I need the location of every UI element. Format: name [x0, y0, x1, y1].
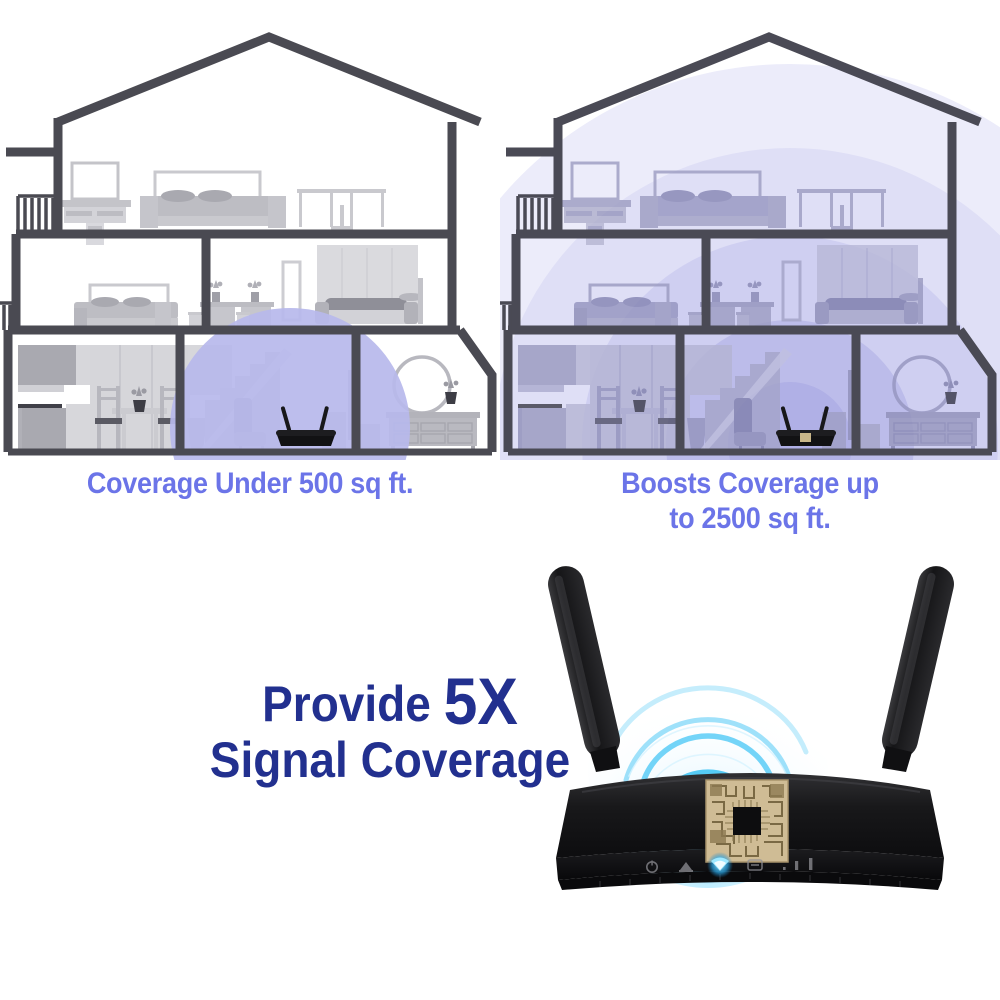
signal-bar-3: [809, 858, 813, 870]
ground-floor-furniture: [518, 345, 980, 452]
caption-after-line1: Boosts Coverage up: [621, 467, 879, 500]
internet-led: [679, 862, 693, 872]
signal-bar-2: [795, 861, 799, 870]
caption-after: Boosts Coverage up to 2500 sq ft.: [525, 466, 975, 537]
balcony-railings: [500, 194, 558, 330]
wireless-router-small: [776, 406, 836, 446]
house-structure: [3, 32, 497, 456]
headline: Provide 5X Signal Coverage: [197, 667, 583, 789]
router-antenna-right: [882, 566, 954, 772]
house-cutaway-before: [0, 0, 500, 460]
product-router: [530, 540, 970, 940]
caption-before-text: Coverage Under 500 sq ft.: [86, 467, 414, 500]
house-comparison: [0, 0, 1000, 460]
headline-prefix: Provide: [262, 676, 444, 732]
power-led: [646, 860, 659, 873]
attic-furniture: [59, 161, 386, 245]
lan-led: [747, 859, 763, 871]
house-structure: [503, 32, 997, 456]
balcony-railings: [0, 194, 58, 330]
headline-line-2: Signal Coverage: [209, 732, 571, 789]
signal-bars-led: [783, 858, 813, 870]
caption-before: Coverage Under 500 sq ft.: [25, 466, 475, 501]
caption-after-line2: to 2500 sq ft.: [669, 502, 831, 536]
house-cutaway-after: [500, 0, 1000, 460]
second-floor-furniture: [574, 245, 923, 329]
signal-bar-1: [783, 867, 786, 870]
attic-furniture: [559, 161, 886, 245]
wifi-led[interactable]: [707, 852, 733, 878]
router-antenna-left: [548, 566, 620, 772]
coverage-area-small: [170, 308, 410, 460]
processor-chip-icon: [705, 779, 789, 863]
second-floor-furniture: [74, 245, 423, 329]
router-led-row: [646, 852, 813, 878]
headline-line-1: Provide 5X: [197, 667, 583, 735]
wireless-router-small: [276, 406, 336, 446]
headline-emphasis: 5X: [443, 664, 518, 738]
